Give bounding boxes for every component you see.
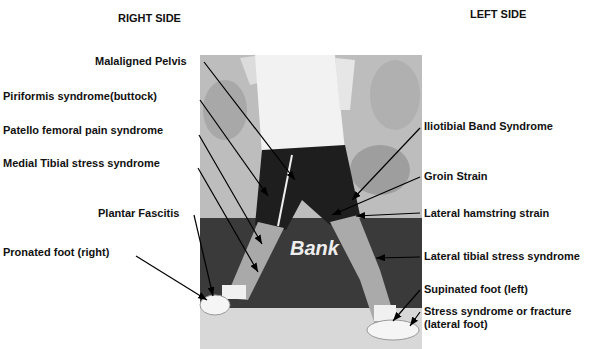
callout-label: Lateral hamstring strain <box>424 207 549 220</box>
side-heading: RIGHT SIDE <box>118 12 181 25</box>
callout-label: Piriformis syndrome(buttock) <box>3 90 157 103</box>
callout-label: Pronated foot (right) <box>3 246 109 259</box>
callout-label: Plantar Fascitis <box>98 207 179 220</box>
callout-label: Stress syndrome or fracture (lateral foo… <box>424 305 584 331</box>
callout-label: Lateral tibial stress syndrome <box>424 250 580 263</box>
callout-label: Supinated foot (left) <box>424 283 528 296</box>
callout-label: Groin Strain <box>424 170 488 183</box>
banner-text: Bank <box>290 236 339 260</box>
photo <box>200 55 422 349</box>
leader-lines <box>136 62 420 326</box>
side-heading: LEFT SIDE <box>470 8 526 21</box>
callout-label: Patello femoral pain syndrome <box>3 124 163 137</box>
callout-label: Malaligned Pelvis <box>95 55 187 68</box>
callout-label: Iliotibial Band Syndrome <box>424 120 553 133</box>
callout-label: Medial Tibial stress syndrome <box>3 157 160 170</box>
